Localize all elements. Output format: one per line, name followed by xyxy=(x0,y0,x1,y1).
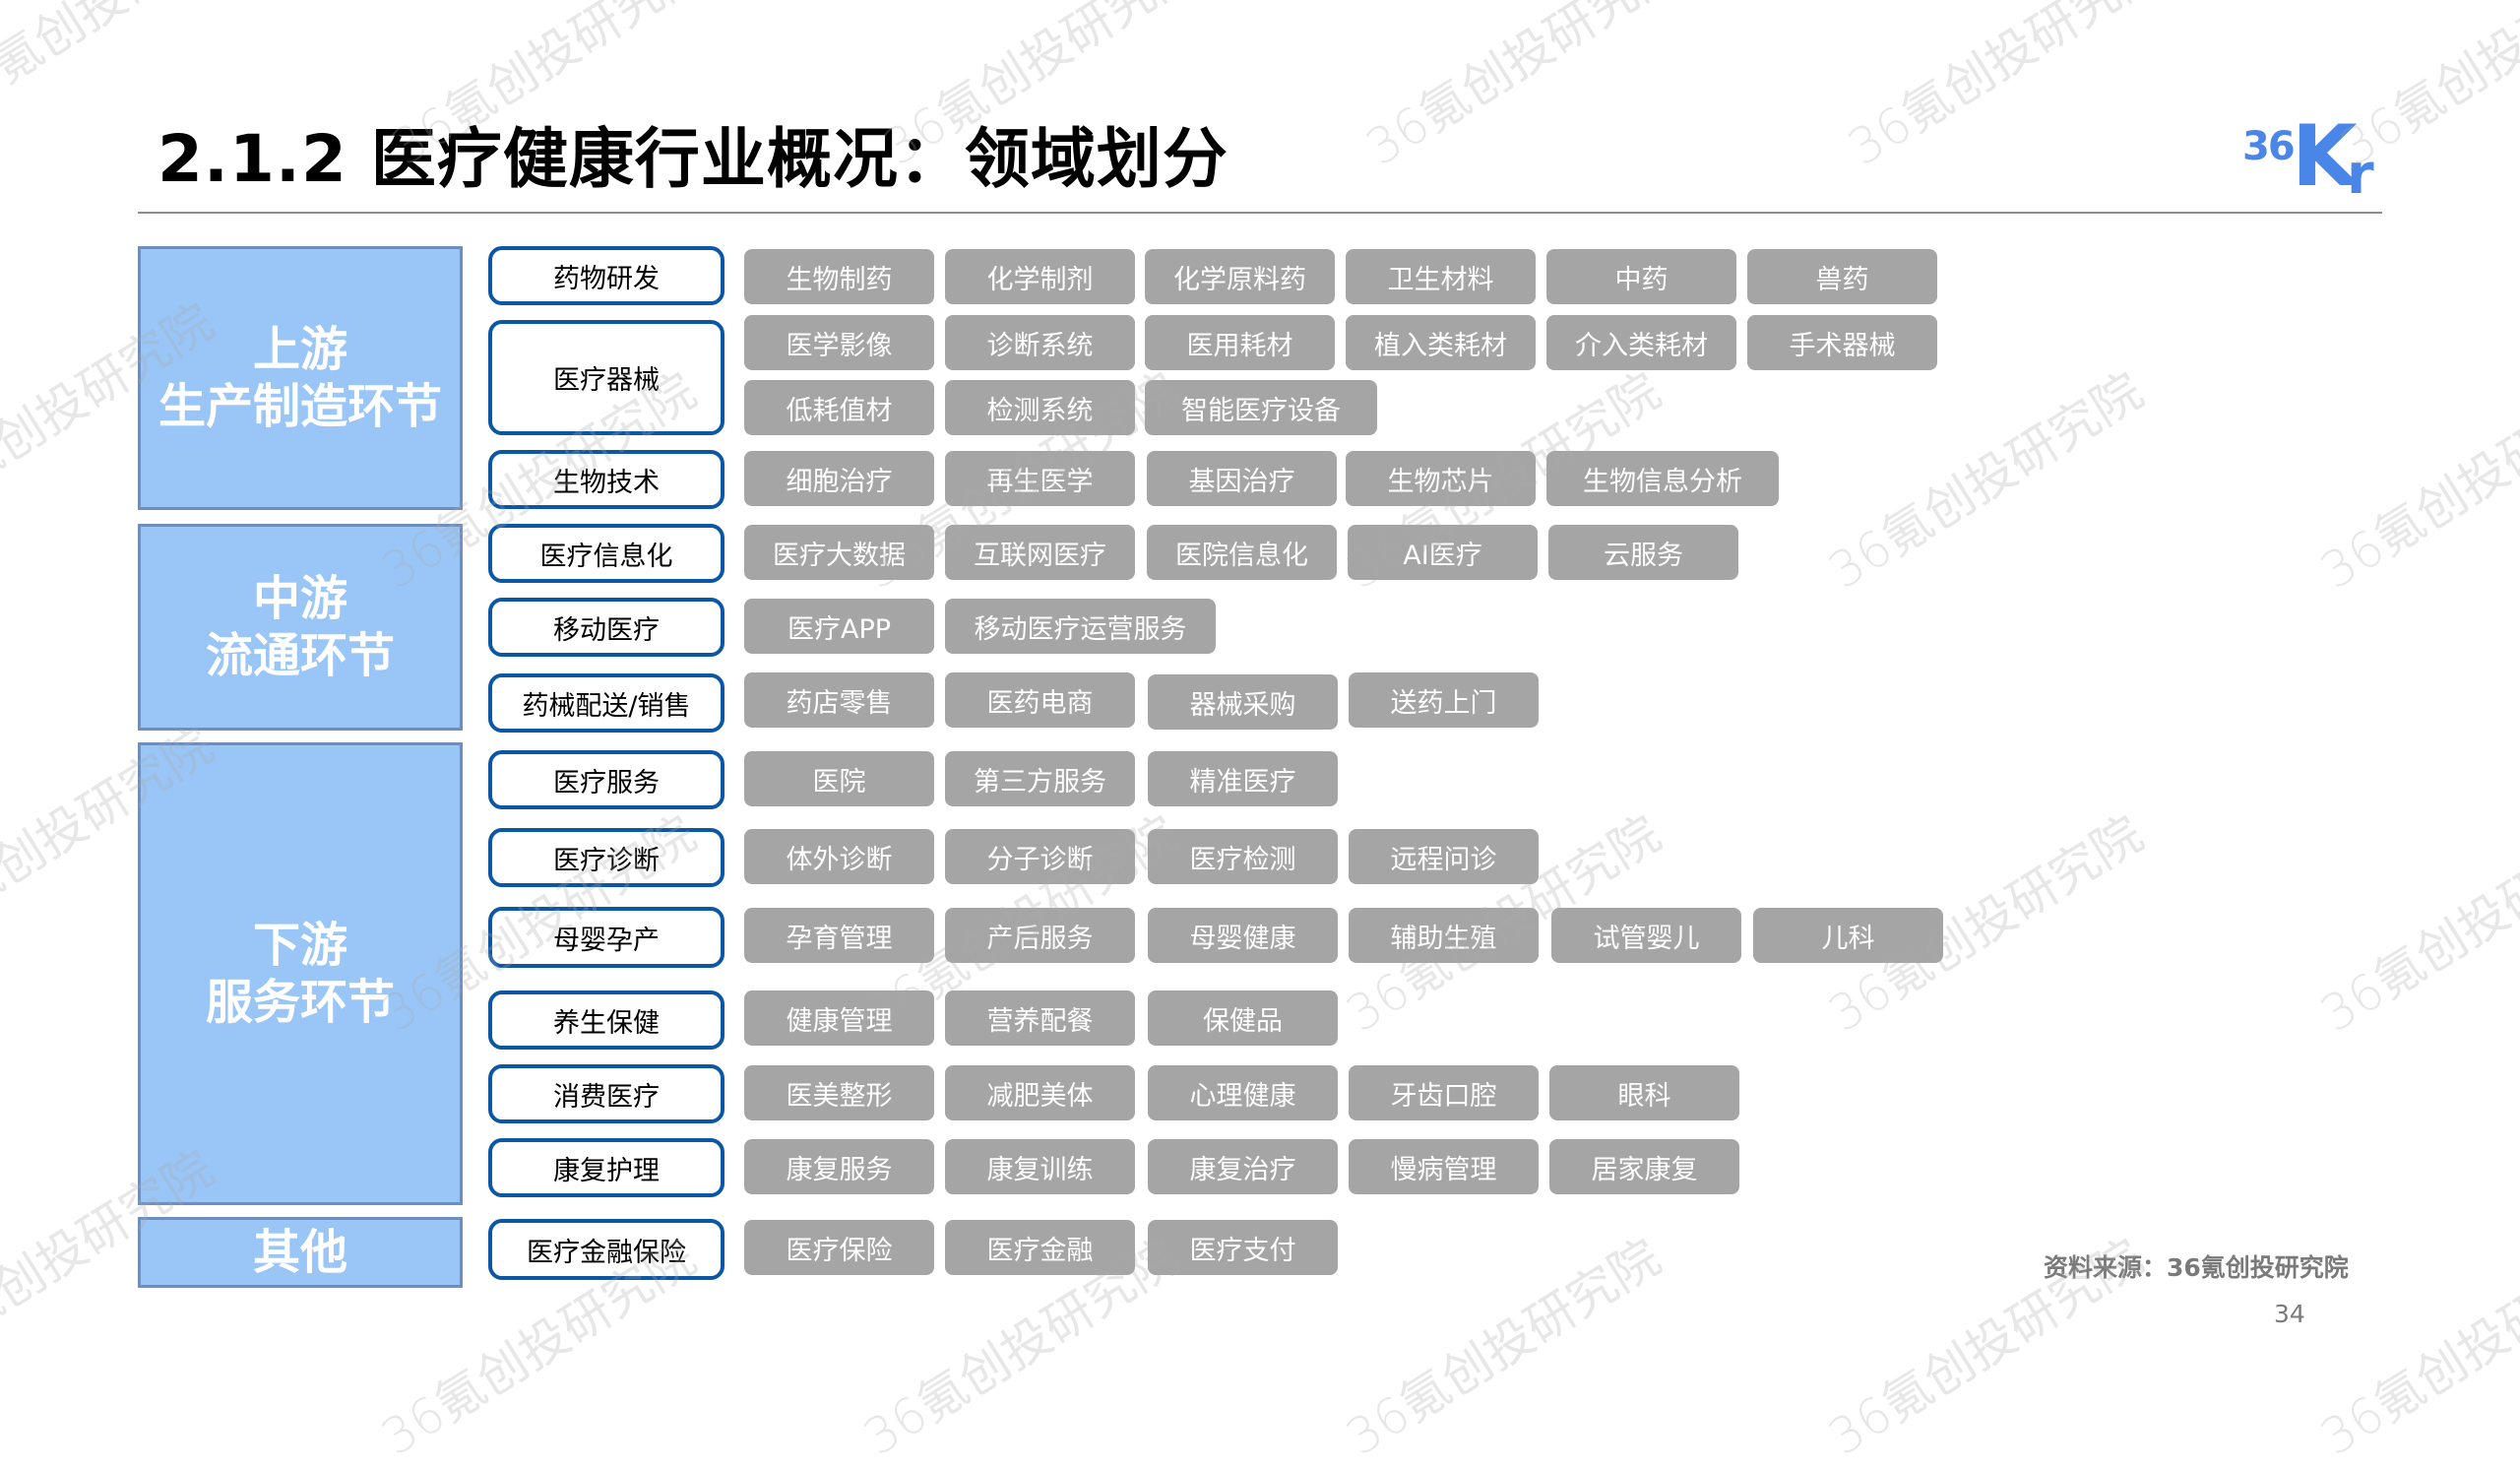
tag-item: 分子诊断 xyxy=(945,829,1135,884)
tag-item: 营养配餐 xyxy=(945,990,1135,1046)
tag-item: 居家康复 xyxy=(1549,1139,1739,1194)
tag-item: 生物芯片 xyxy=(1346,451,1536,506)
tag-item: 第三方服务 xyxy=(945,751,1135,806)
category-mobile-health: 移动医疗 xyxy=(488,598,724,657)
tag-item: 医用耗材 xyxy=(1145,315,1335,370)
tag-item: 医疗保险 xyxy=(744,1220,934,1275)
tag-item: 医院信息化 xyxy=(1147,525,1337,580)
tag-item: 互联网医疗 xyxy=(945,525,1135,580)
tag-item: AI医疗 xyxy=(1348,525,1538,580)
page-number: 34 xyxy=(2274,1300,2305,1328)
tag-item: 康复服务 xyxy=(744,1139,934,1194)
tag-item: 基因治疗 xyxy=(1147,451,1337,506)
tag-item: 化学原料药 xyxy=(1145,249,1335,304)
tag-item: 产后服务 xyxy=(945,908,1135,963)
category-rehab-care: 康复护理 xyxy=(488,1138,724,1197)
stage-upstream: 上游 生产制造环节 xyxy=(138,246,463,510)
tag-item: 再生医学 xyxy=(945,451,1135,506)
watermark: 36氪创投研究院 xyxy=(2310,804,2520,1044)
tag-item: 慢病管理 xyxy=(1349,1139,1539,1194)
tag-item: 眼科 xyxy=(1549,1065,1739,1120)
tag-item: 低耗值材 xyxy=(744,380,934,435)
stage-other-title: 其他 xyxy=(252,1225,347,1280)
tag-item: 牙齿口腔 xyxy=(1349,1065,1539,1120)
logo-k: K xyxy=(2292,107,2358,206)
stage-downstream: 下游 服务环节 xyxy=(138,742,463,1205)
tag-item: 孕育管理 xyxy=(744,908,934,963)
tag-item: 远程问诊 xyxy=(1349,829,1539,884)
stage-downstream-subtitle: 服务环节 xyxy=(205,975,395,1030)
category-medical-services: 医疗服务 xyxy=(488,750,724,809)
tag-item: 送药上门 xyxy=(1349,672,1539,728)
tag-item: 诊断系统 xyxy=(945,315,1135,370)
stage-upstream-title: 上游 xyxy=(252,322,347,377)
tag-item: 儿科 xyxy=(1753,908,1943,963)
tag-item: 医疗检测 xyxy=(1148,829,1338,884)
stage-upstream-subtitle: 生产制造环节 xyxy=(158,379,442,434)
tag-item: 医疗APP xyxy=(744,599,934,654)
stage-midstream: 中游 流通环节 xyxy=(138,524,463,731)
tag-item: 卫生材料 xyxy=(1346,249,1536,304)
stage-midstream-subtitle: 流通环节 xyxy=(205,628,395,683)
tag-item: 智能医疗设备 xyxy=(1145,380,1377,435)
tag-item: 生物制药 xyxy=(744,249,934,304)
header-divider xyxy=(138,212,2382,214)
category-finance-insurance: 医疗金融保险 xyxy=(488,1219,724,1280)
category-distribution-sales: 药械配送/销售 xyxy=(488,673,724,733)
tag-item: 云服务 xyxy=(1548,525,1738,580)
watermark: 36氪创投研究院 xyxy=(1838,0,2173,177)
tag-item: 医院 xyxy=(744,751,934,806)
tag-item: 兽药 xyxy=(1747,249,1937,304)
source-note: 资料来源：36氪创投研究院 xyxy=(2044,1253,2349,1282)
tag-item: 检测系统 xyxy=(945,380,1135,435)
category-diagnosis: 医疗诊断 xyxy=(488,828,724,887)
tag-item: 医美整形 xyxy=(744,1065,934,1120)
category-drug-rd: 药物研发 xyxy=(488,246,724,305)
tag-item: 精准医疗 xyxy=(1148,751,1338,806)
watermark: 36氪创投研究院 xyxy=(1355,0,1690,177)
category-maternal-infant: 母婴孕产 xyxy=(488,907,724,968)
tag-item: 生物信息分析 xyxy=(1546,451,1779,506)
tag-item: 试管婴儿 xyxy=(1551,908,1741,963)
tag-item: 化学制剂 xyxy=(945,249,1135,304)
tag-item: 康复治疗 xyxy=(1148,1139,1338,1194)
category-medical-it: 医疗信息化 xyxy=(488,524,724,583)
watermark: 36氪创投研究院 xyxy=(2310,361,2520,601)
36kr-logo: 36 K r xyxy=(2242,107,2380,207)
tag-item: 医疗金融 xyxy=(945,1220,1135,1275)
logo-r: r xyxy=(2347,143,2374,207)
tag-item: 医学影像 xyxy=(744,315,934,370)
tag-item: 手术器械 xyxy=(1747,315,1937,370)
category-medical-devices: 医疗器械 xyxy=(488,320,724,435)
tag-item: 健康管理 xyxy=(744,990,934,1046)
tag-item: 减肥美体 xyxy=(945,1065,1135,1120)
stage-downstream-title: 下游 xyxy=(252,918,347,973)
watermark: 36氪创投研究院 xyxy=(1818,361,2153,601)
tag-item: 辅助生殖 xyxy=(1349,908,1539,963)
tag-item: 体外诊断 xyxy=(744,829,934,884)
tag-item: 细胞治疗 xyxy=(744,451,934,506)
tag-item: 心理健康 xyxy=(1148,1065,1338,1120)
tag-item: 医疗大数据 xyxy=(744,525,934,580)
stage-other: 其他 xyxy=(138,1217,463,1288)
logo-36: 36 xyxy=(2242,124,2296,169)
tag-item: 器械采购 xyxy=(1148,674,1338,730)
tag-item: 移动医疗运营服务 xyxy=(945,599,1216,654)
stage-midstream-title: 中游 xyxy=(252,571,347,626)
tag-item: 中药 xyxy=(1546,249,1736,304)
tag-item: 医药电商 xyxy=(945,672,1135,728)
tag-item: 保健品 xyxy=(1148,990,1338,1046)
category-wellness: 养生保健 xyxy=(488,990,724,1050)
tag-item: 药店零售 xyxy=(744,672,934,728)
watermark: 36氪创投研究院 xyxy=(1336,1228,1670,1467)
category-consumer-medical: 消费医疗 xyxy=(488,1064,724,1123)
tag-item: 植入类耗材 xyxy=(1346,315,1536,370)
tag-item: 康复训练 xyxy=(945,1139,1135,1194)
tag-item: 医疗支付 xyxy=(1148,1220,1338,1275)
tag-item: 母婴健康 xyxy=(1148,908,1338,963)
page-title: 2.1.2 医疗健康行业概况：领域划分 xyxy=(158,121,1228,197)
category-biotech: 生物技术 xyxy=(488,450,724,509)
tag-item: 介入类耗材 xyxy=(1546,315,1736,370)
